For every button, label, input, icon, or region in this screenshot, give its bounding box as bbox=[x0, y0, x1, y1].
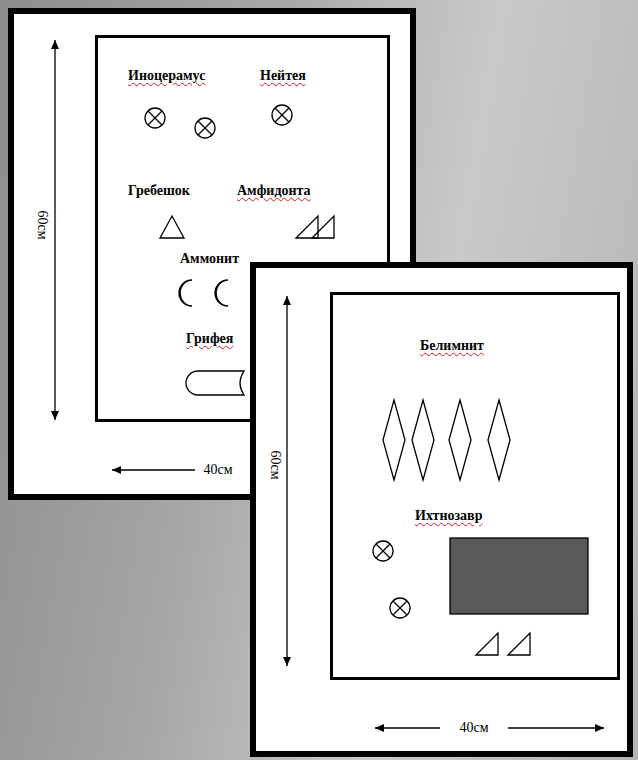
specimen-box: БелимнитИхтнозавр bbox=[330, 292, 620, 680]
dimension-label: 40см bbox=[456, 720, 491, 736]
dimension-label: 60см bbox=[34, 207, 50, 242]
fossil-name: Амфидонта bbox=[237, 183, 311, 199]
fossil-name: Аммонит bbox=[180, 251, 239, 267]
card-frame bbox=[250, 262, 633, 757]
card-frame bbox=[8, 8, 416, 500]
fossil-name: Гребешок bbox=[128, 183, 190, 199]
dimension-label: 60см bbox=[267, 447, 283, 482]
fossil-name: Грифея bbox=[186, 331, 233, 347]
fossil-name: Иноцерамус bbox=[128, 68, 205, 84]
dimension-label: 40см bbox=[200, 462, 235, 478]
fossil-name: Нейтея bbox=[260, 68, 306, 84]
specimen-box: Иноцерамус НейтеяГребешок АмфидонтаАммонит… bbox=[95, 35, 390, 422]
fossil-name: Ихтнозавр bbox=[415, 508, 482, 524]
fossil-name: Белимнит bbox=[420, 338, 484, 354]
